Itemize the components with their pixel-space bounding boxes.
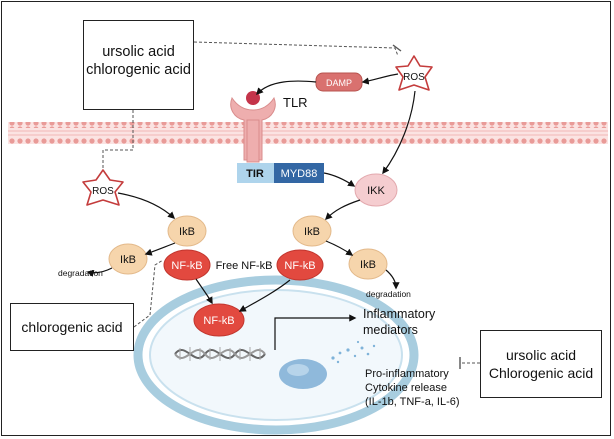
nfkb-right-label: NF-kB	[284, 260, 315, 272]
free-nfkb-label: Free NF-kB	[216, 260, 273, 272]
tir-myd88-complex	[237, 163, 324, 183]
tir-label: TIR	[246, 168, 264, 180]
ikb-left-upper-node	[167, 215, 207, 247]
arrow-nfkb-left-to-nucleus	[195, 278, 213, 305]
damp-label: DAMP	[326, 78, 352, 88]
pathway-arrows	[86, 73, 416, 350]
cell-membrane	[8, 122, 608, 144]
ros-left-label: ROS	[92, 186, 114, 197]
nfkb-nucleus-label: NF-kB	[203, 315, 234, 327]
arrow-ros-to-ikk	[382, 90, 416, 175]
nfkb-nucleus-node	[193, 303, 245, 337]
tlr-receptor-icon	[230, 91, 276, 163]
arrow-ikk-to-ikb-right	[324, 199, 361, 221]
myd88-label: MYD88	[281, 168, 318, 180]
arrow-myd88-to-ikk	[323, 172, 356, 187]
arrow-damp-to-tlr	[256, 80, 317, 96]
degradation-left-label: degradation	[58, 268, 103, 278]
inhibition-lines	[102, 41, 480, 364]
inhibitor-box-bottom-right-line1: ursolic acid	[505, 347, 577, 363]
inhibit-bar-ros	[392, 44, 402, 52]
ikb-left-lower-node	[108, 243, 148, 275]
inhibitor-box-bottom-right: ursolic acid Chlorogenic acid	[480, 330, 602, 398]
ros-left-star-icon	[82, 169, 124, 206]
inhibitor-box-bottom-left-line1: chlorogenic acid	[21, 319, 123, 335]
cytokine-dots	[331, 340, 376, 364]
inhibit-topleft-to-ros	[193, 41, 399, 57]
arrow-ikb-right-to-ikb-lower	[325, 240, 354, 256]
ikb-right-lower-node	[348, 248, 388, 280]
ikb-left-lower-label: IkB	[120, 254, 136, 266]
inflammatory-label-line1: Inflammatory	[363, 307, 436, 321]
ikb-right-upper-label: IkB	[304, 226, 320, 238]
arrow-ros-to-damp	[361, 73, 399, 85]
dna-helix-icon	[174, 347, 266, 361]
ros-top-label: ROS	[403, 72, 425, 83]
inhibitor-box-bottom-left: chlorogenic acid	[10, 303, 134, 351]
inhibitor-box-top-left-line2: chlorogenic acid	[86, 62, 191, 78]
arrow-ikb-lower-to-degradation	[86, 267, 113, 277]
nfkb-left-label: NF-kB	[171, 260, 202, 272]
arrow-ikb-right-lower-to-degradation	[385, 269, 400, 290]
arrow-nfkb-right-to-nucleus	[238, 279, 291, 312]
inhibit-bottomleft-to-nfkb	[133, 259, 164, 328]
tlr-label: TLR	[283, 95, 308, 110]
ikk-label: IKK	[367, 185, 385, 197]
nfkb-right-node	[276, 249, 324, 281]
cytokine-label-line1: Pro-inflammatory	[365, 368, 449, 380]
ikk-node	[354, 173, 398, 207]
ikb-right-upper-node	[292, 215, 332, 247]
arrow-ros-to-ikb-left	[117, 192, 176, 219]
cytokine-label-line3: (IL-1b, TNF-a, IL-6)	[365, 396, 460, 408]
inhibitor-box-top-left: ursolic acid chlorogenic acid	[83, 20, 194, 110]
inhibitor-box-top-left-line1: ursolic acid	[102, 44, 175, 60]
arrow-ikb-left-to-ikb-lower	[144, 242, 176, 256]
arrow-gene-to-mediators	[274, 314, 357, 350]
nfkb-left-node	[163, 249, 211, 281]
ribosome-icon	[279, 359, 327, 389]
ros-top-star-icon	[395, 55, 433, 91]
cytokine-label-line2: Cytokine release	[365, 382, 447, 394]
inflammatory-label-line2: mediators	[363, 323, 418, 337]
degradation-right-label: degradation	[366, 289, 411, 299]
ikb-right-lower-label: IkB	[360, 259, 376, 271]
inhibitor-box-bottom-right-line2: Chlorogenic acid	[488, 365, 594, 381]
ikb-left-upper-label: IkB	[179, 226, 195, 238]
inhibit-topleft-to-ros-left	[102, 110, 134, 168]
